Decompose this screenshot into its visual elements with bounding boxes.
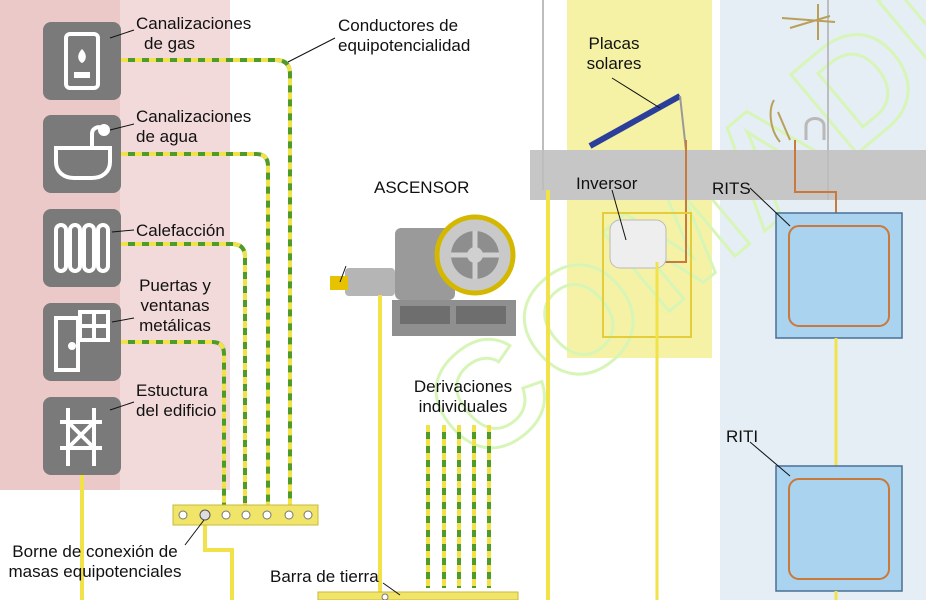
label-line: Calefacción (136, 221, 225, 240)
calefaccion-tile (43, 209, 121, 287)
label-line: ventanas (140, 296, 210, 315)
label-line: solares (586, 54, 642, 73)
agua-tile (43, 115, 121, 193)
barra-de-tierra (317, 591, 519, 600)
gas-boiler-icon (64, 32, 100, 90)
borne-equipotencial (172, 504, 319, 526)
label-canalizaciones-gas: Canalizaciones de gas (136, 14, 251, 54)
label-ascensor: ASCENSOR (374, 178, 470, 197)
borne-to-bar-lead (203, 515, 234, 600)
antenna-mast (769, 4, 836, 143)
label-line: de gas (144, 34, 196, 53)
label-line: Estuctura (136, 381, 208, 400)
rits-cable (794, 140, 837, 213)
label-line: Canalizaciones (136, 14, 252, 33)
label-rits: RITS (712, 179, 751, 198)
label-line: del edificio (136, 401, 217, 420)
label-line: Puertas y (139, 276, 211, 295)
label-riti: RITI (726, 427, 759, 446)
label-puertas-ventanas: Puertas y ventanas metálicas (135, 276, 215, 336)
label-line: metálicas (139, 316, 211, 335)
label-borne: Borne de conexión de masas equipotencial… (0, 542, 190, 582)
label-line: Borne de conexión de (12, 542, 178, 561)
gas-tile (43, 22, 121, 100)
label-line: Derivaciones (413, 377, 513, 396)
estructura-tile (43, 397, 121, 475)
door-window-icon (54, 310, 110, 372)
puertas-tile (43, 303, 121, 381)
equipotential-conductors (121, 58, 292, 512)
elevator-machine (330, 214, 516, 336)
label-line: de agua (136, 127, 198, 146)
inverter-device (609, 219, 667, 269)
floor-slab (530, 150, 926, 200)
label-conductores-equipotencialidad: Conductores de equipotencialidad (338, 16, 470, 56)
riti-box (775, 465, 903, 592)
label-derivaciones: Derivaciones individuales (405, 377, 521, 417)
label-placas-solares: Placas solares (575, 34, 653, 74)
label-calefaccion: Calefacción (136, 221, 225, 241)
label-line: Canalizaciones (136, 107, 252, 126)
label-line: Placas (588, 34, 640, 53)
individual-derivations (426, 425, 491, 588)
label-line: masas equipotenciales (8, 562, 182, 581)
building-structure-icon (60, 408, 102, 466)
label-line: Conductores de (338, 16, 459, 35)
label-line: individuales (418, 397, 508, 416)
label-inversor: Inversor (576, 174, 638, 193)
label-barra-tierra: Barra de tierra (270, 567, 379, 586)
label-line: equipotencialidad (338, 36, 471, 55)
antenna-loop (804, 117, 826, 140)
radiator-icon (54, 223, 110, 273)
inverter-cabinet (602, 212, 692, 338)
label-estructura: Estuctura del edificio (136, 381, 216, 421)
bathtub-shower-icon (54, 124, 112, 180)
rits-box (775, 212, 903, 339)
leader-lines (109, 29, 791, 596)
label-canalizaciones-agua: Canalizaciones de agua (136, 107, 251, 147)
